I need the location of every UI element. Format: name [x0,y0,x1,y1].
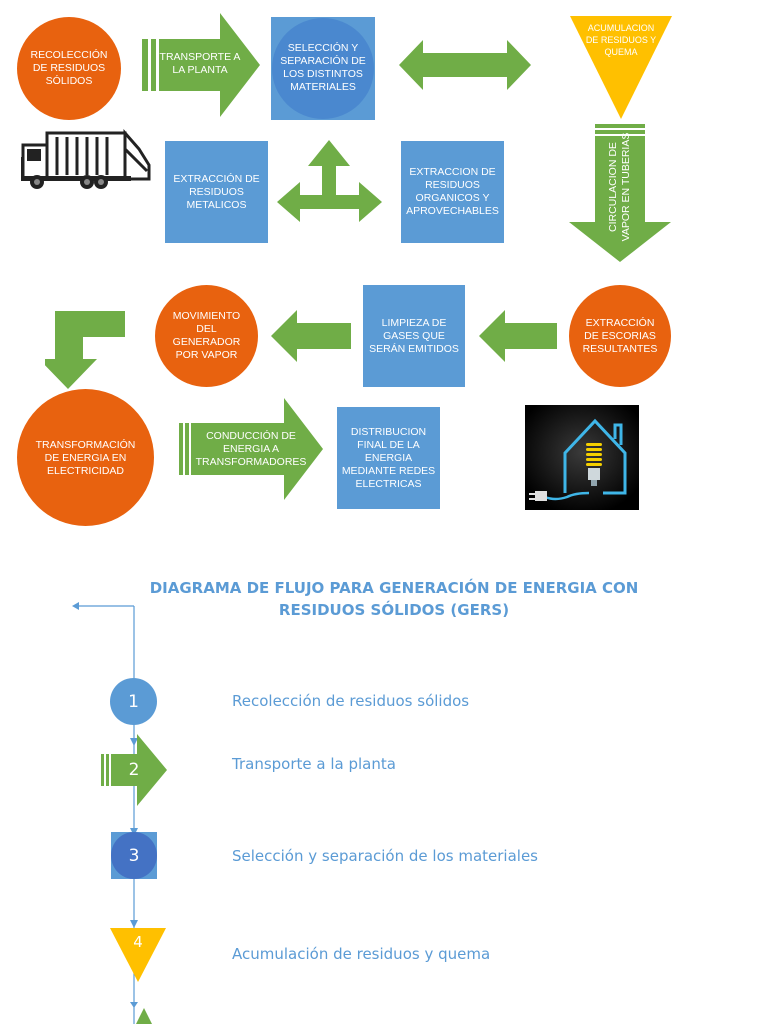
node-seleccion-label: SELECCIÓN Y SEPARACIÓN DE LOS DISTINTOS … [280,42,366,93]
step-2-label: Transporte a la planta [232,755,396,773]
node-escorias [569,285,671,387]
arrow-circulacion [569,124,671,262]
three-way-arrow-icon [277,140,382,222]
garbage-truck-icon [21,129,151,189]
step-4-shape [110,928,166,982]
node-organicos [401,141,504,243]
node-limpieza [363,285,465,387]
step-4-label: Acumulación de residuos y quema [232,945,491,963]
node-seleccion-circle [272,18,374,119]
step-4-number: 4 [133,933,143,951]
light-bulb-house-icon [525,405,639,510]
node-organicos-label: EXTRACCION DE RESIDUOS ORGANICOS Y APROV… [406,166,499,217]
node-metalicos [165,141,268,243]
node-distribucion-label: DISTRIBUCION FINAL DE LA ENERGIA MEDIANT… [341,425,436,490]
node-transformacion-label: TRANSFORMACIÓN DE ENERGIA EN ELECTRICIDA… [35,438,136,477]
node-movimiento-label: MOVIMIENTO DEL GENERADOR POR VAPOR [172,310,241,361]
arrow-transporte-label: TRANSPORTE A LA PLANTA [159,51,241,76]
double-arrow-icon [399,40,531,90]
node-acumulacion-label: ACUMULACION DE RESIDUOS Y QUEMA [585,23,657,57]
arrow-to-limpieza [479,310,557,362]
arrow-circulacion-label: CIRCULACION DE VAPOR EN TUBERIAS [607,132,632,242]
step-2-shape [101,734,167,806]
node-escorias-label: EXTRACCIÓN DE ESCORIAS RESULTANTES [582,316,658,355]
bent-arrow-icon [45,311,125,389]
step-1-number: 1 [128,691,139,712]
node-limpieza-label: LIMPIEZA DE GASES QUE SERÁN EMITIDOS [369,316,459,355]
step-3-label: Selección y separación de los materiales [232,847,538,865]
arrow-conduccion-label: CONDUCCIÓN DE ENERGIA A TRANSFORMADORES [195,429,307,468]
arrow-transporte [142,13,260,117]
step-3-number: 3 [128,845,140,866]
step-1-label: Recolección de residuos sólidos [232,692,470,710]
node-recoleccion-label: RECOLECCIÓN DE RESIDUOS SÓLIDOS [30,48,108,87]
arrow-to-movimiento [271,310,351,362]
step-5-partial-shape [136,1008,152,1024]
node-distribucion [337,407,440,509]
node-movimiento [155,285,258,387]
arrow-conduccion [179,398,323,500]
node-recoleccion [17,17,121,120]
step-3-shape [111,832,157,879]
diagram-title: DIAGRAMA DE FLUJO PARA GENERACIÓN DE ENE… [149,579,639,619]
node-transformacion [17,389,154,526]
node-metalicos-label: EXTRACCIÓN DE RESIDUOS METALICOS [173,172,260,211]
step-1-shape [110,678,157,725]
step-2-number: 2 [128,760,140,780]
node-acumulacion [570,16,672,119]
